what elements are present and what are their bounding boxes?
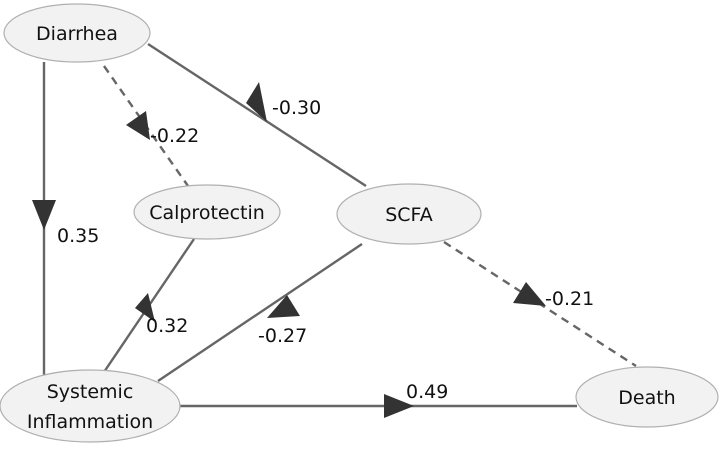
edge-calprotectin-systemic: 0.32: [101, 238, 195, 376]
node-label-calprotectin: Calprotectin: [149, 202, 265, 224]
arrowhead-diarrhea-scfa: [246, 82, 267, 122]
edge-label-scfa-death: -0.21: [545, 288, 594, 310]
node-label-death: Death: [618, 387, 675, 409]
arrowhead-scfa-systemic: [267, 295, 300, 318]
edge-label-diarrhea-systemic: 0.35: [57, 225, 99, 247]
arrowhead-diarrhea-systemic: [32, 200, 56, 230]
arrowhead-calprotectin-systemic: [135, 293, 155, 322]
node-label-systemic-line2: Inflammation: [27, 411, 153, 433]
edge-label-diarrhea-calprotectin: -0.22: [150, 125, 199, 147]
edge-systemic-death: 0.49: [180, 381, 577, 418]
arrowhead-scfa-death: [513, 282, 546, 306]
node-calprotectin: Calprotectin: [133, 184, 281, 240]
edge-label-systemic-death: 0.49: [406, 381, 448, 403]
edge-diarrhea-calprotectin: -0.22: [103, 65, 199, 187]
edge-label-diarrhea-scfa: -0.30: [272, 97, 321, 119]
edge-scfa-death: -0.21: [443, 240, 637, 368]
edge-diarrhea-systemic: 0.35: [32, 62, 99, 380]
arrowhead-diarrhea-calprotectin: [126, 111, 150, 140]
edge-label-scfa-systemic: -0.27: [258, 325, 307, 347]
node-label-scfa: SCFA: [385, 204, 433, 226]
node-label-systemic-line1: Systemic: [47, 381, 134, 403]
node-diarrhea: Diarrhea: [3, 3, 151, 63]
arrowhead-systemic-death: [384, 394, 414, 418]
edge-label-calprotectin-systemic: 0.32: [146, 315, 188, 337]
node-systemic-inflammation: Systemic Inflammation: [0, 369, 181, 443]
edge-scfa-systemic: -0.27: [157, 243, 363, 382]
edge-diarrhea-scfa: -0.30: [147, 42, 367, 188]
node-label-diarrhea: Diarrhea: [36, 23, 118, 45]
node-scfa: SCFA: [336, 183, 482, 245]
node-death: Death: [575, 366, 719, 428]
